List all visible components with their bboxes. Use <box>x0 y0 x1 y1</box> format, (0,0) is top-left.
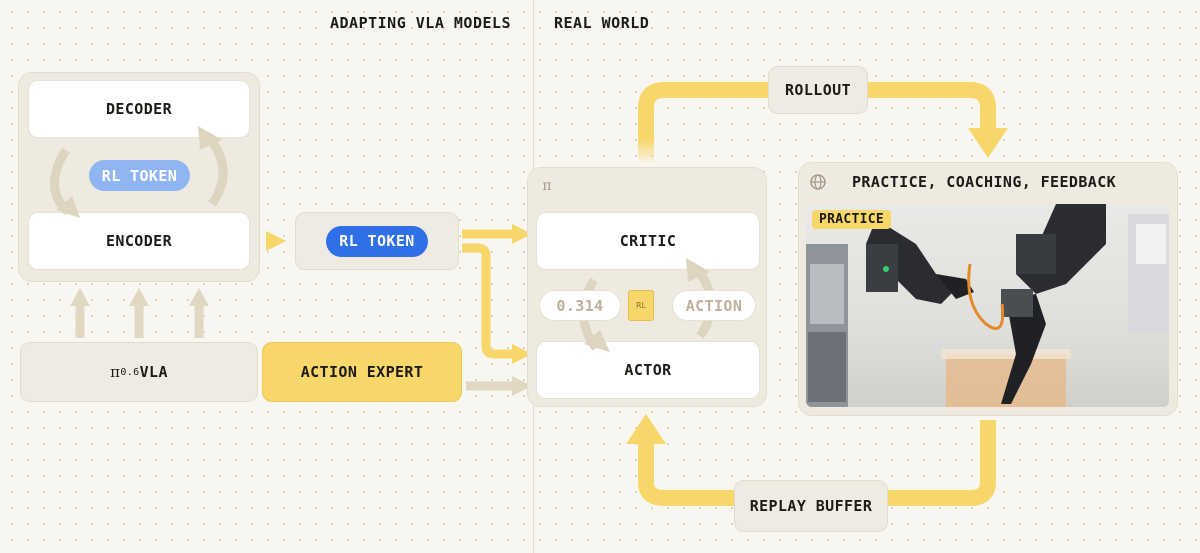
rl-token-pill: RL TOKEN <box>326 225 428 257</box>
critic-box: CRITIC <box>536 212 760 270</box>
inner-rl-token-pill: RL TOKEN <box>89 160 190 191</box>
replay-buffer-box: REPLAY BUFFER <box>734 480 888 532</box>
rl-document-icon: RL <box>628 290 654 321</box>
value-pill: 0.314 <box>539 290 621 321</box>
rollout-box: ROLLOUT <box>768 66 868 114</box>
vla-suffix: VLA <box>139 363 168 381</box>
actor-box: ACTOR <box>536 341 760 399</box>
rl-token-box: RL TOKEN <box>295 212 459 270</box>
vla-pi-symbol: π <box>110 363 121 381</box>
action-pill: ACTION <box>672 290 756 321</box>
pi-icon: π <box>542 178 552 194</box>
globe-icon <box>808 172 828 192</box>
section-title-adapting: ADAPTING VLA MODELS <box>330 14 512 32</box>
rl-document-label: RL <box>635 301 646 310</box>
section-title-real-world: REAL WORLD <box>554 14 650 32</box>
action-expert-box: ACTION EXPERT <box>262 342 462 402</box>
vla-up-arrows <box>70 288 209 338</box>
practice-tag: PRACTICE <box>812 210 892 229</box>
replay-arrowhead <box>626 414 666 444</box>
decoder-box: DECODER <box>28 80 250 138</box>
token-to-actor-arrow <box>462 243 514 359</box>
robot-scene <box>806 204 1169 407</box>
encoder-box: ENCODER <box>28 212 250 270</box>
practice-scene-image: PRACTICE <box>806 204 1169 407</box>
vla-subscript: 0.6 <box>120 366 140 378</box>
practice-title: PRACTICE, COACHING, FEEDBACK <box>852 173 1117 191</box>
rollout-arrowhead <box>968 128 1008 158</box>
